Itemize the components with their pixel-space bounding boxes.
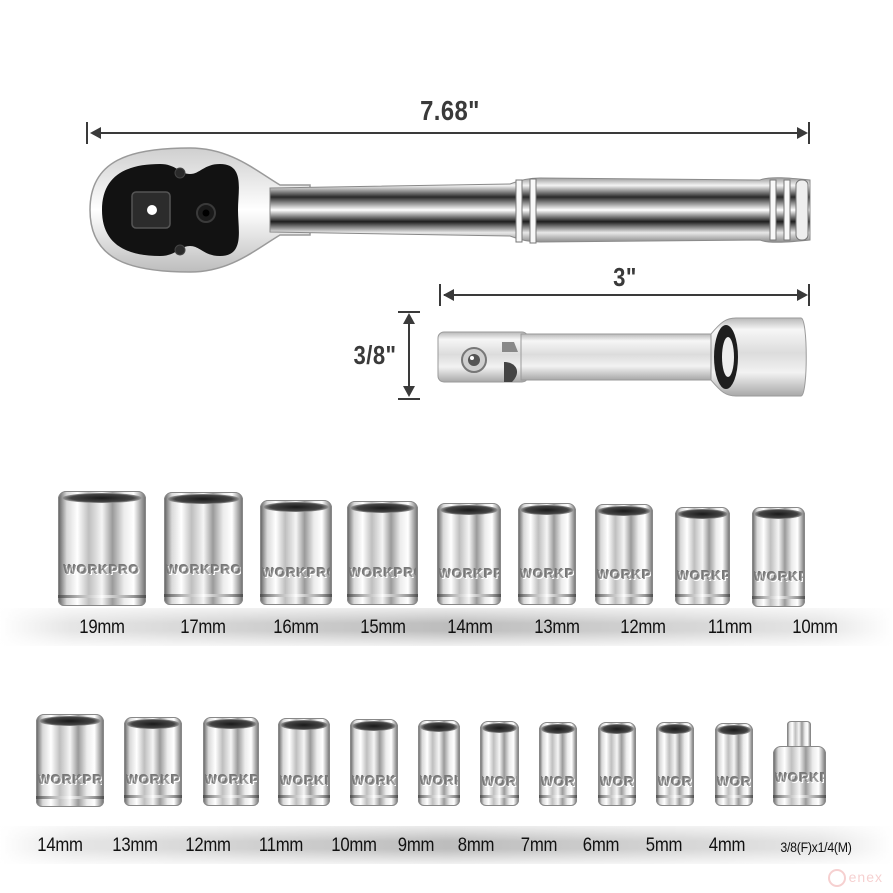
size-label: 14mm	[447, 617, 493, 638]
arrow-left-icon	[443, 289, 454, 301]
size-label: 14mm	[37, 835, 83, 856]
brand-engraving: WORKPRO	[754, 569, 803, 584]
size-label: 5mm	[645, 835, 683, 856]
socket-12mm: WORKPRO	[595, 504, 653, 605]
drive-dim-top-tick	[398, 311, 420, 313]
size-label: 3/8(F)x1/4(M)	[780, 839, 852, 855]
socket-9mm: WORKPRO	[418, 720, 460, 806]
ext-dim-left-tick	[439, 284, 441, 306]
brand-engraving: WORKPRO	[541, 774, 575, 790]
size-label: 19mm	[79, 617, 125, 638]
socket-7mm: WORKPRO	[539, 722, 577, 806]
ratchet-dim-line	[92, 132, 802, 134]
size-label: 8mm	[457, 835, 495, 856]
socket-11mm: WORKPRO	[278, 718, 330, 806]
size-label: 7mm	[520, 835, 558, 856]
watermark-text: enex	[848, 868, 883, 885]
size-label: 12mm	[185, 835, 231, 856]
socket-19mm: WORKPRO	[58, 491, 146, 606]
arrow-down-icon	[403, 386, 415, 397]
arrow-up-icon	[403, 313, 415, 324]
extension-length-label: 3"	[613, 262, 637, 292]
size-label: 9mm	[397, 835, 435, 856]
brand-engraving: WORKPRO	[717, 774, 751, 790]
ratchet-dim-left-tick	[86, 122, 88, 144]
socket-10mm: WORKPRO	[752, 507, 805, 607]
brand-engraving: WORKPRO	[600, 774, 634, 790]
brand-engraving: WORKPRO	[280, 772, 328, 788]
extension-drive-label: 3/8"	[353, 340, 397, 370]
socket-13mm: WORKPRO	[124, 717, 182, 806]
brand-engraving: WORKPRO	[38, 771, 102, 787]
socket-8mm: WORKPRO	[480, 721, 519, 806]
size-label-band-2	[0, 826, 893, 864]
brand-engraving: WORKPRO	[349, 565, 416, 581]
size-label: 11mm	[707, 617, 753, 638]
brand-engraving: WORKPRO	[420, 773, 458, 789]
brand-engraving: WORKPRO	[597, 566, 651, 582]
brand-engraving: WORKPRO	[482, 773, 517, 789]
watermark-logo-icon	[827, 869, 846, 887]
size-label: 17mm	[180, 617, 226, 638]
size-label: 10mm	[792, 617, 838, 638]
brand-engraving: WORKPRO	[520, 566, 574, 582]
ratchet-dim-right-tick	[808, 122, 810, 144]
arrow-right-icon	[797, 289, 808, 301]
drive-dim-line	[408, 316, 410, 394]
socket-15mm: WORKPRO	[347, 501, 418, 605]
socket-16mm: WORKPRO	[260, 500, 332, 605]
size-label: 10mm	[331, 835, 377, 856]
watermark: enex	[827, 868, 883, 887]
socket-14mm: WORKPRO	[36, 714, 104, 807]
brand-engraving: WORKPRO	[352, 772, 396, 788]
size-label: 15mm	[360, 617, 406, 638]
ext-dim-right-tick	[808, 284, 810, 306]
socket-4mm: WORKPRO	[715, 723, 753, 806]
brand-engraving: WORKPRO	[262, 565, 330, 581]
size-label: 13mm	[112, 835, 158, 856]
brand-engraving: WORKPRO	[775, 770, 824, 785]
size-label: 13mm	[534, 617, 580, 638]
adapter-body: WORKPRO	[773, 746, 826, 806]
brand-engraving: WORKPRO	[677, 567, 728, 583]
brand-engraving: WORKPRO	[126, 772, 180, 788]
socket-5mm: WORKPRO	[656, 722, 694, 806]
socket-10mm: WORKPRO	[350, 719, 398, 806]
brand-engraving: WORKPRO	[205, 772, 257, 788]
ratchet-length-label: 7.68"	[420, 95, 480, 126]
size-label: 12mm	[620, 617, 666, 638]
socket-13mm: WORKPRO	[518, 503, 576, 605]
brand-engraving: WORKPRO	[658, 774, 692, 790]
size-label: 16mm	[273, 617, 319, 638]
socket-14mm: WORKPRO	[437, 503, 501, 605]
socket-17mm: WORKPRO	[164, 492, 243, 605]
size-label-band-1	[0, 608, 893, 646]
brand-engraving: WORKPRO	[166, 562, 241, 578]
arrow-right-icon	[797, 127, 808, 139]
drive-dim-bottom-tick	[398, 398, 420, 400]
socket-12mm: WORKPRO	[203, 717, 259, 806]
brand-engraving: WORKPRO	[63, 562, 141, 578]
brand-engraving: WORKPRO	[439, 566, 499, 582]
size-label: 6mm	[582, 835, 620, 856]
ext-dim-line	[444, 294, 802, 296]
size-label: 4mm	[708, 835, 746, 856]
size-label: 11mm	[258, 835, 304, 856]
arrow-left-icon	[90, 127, 101, 139]
socket-6mm: WORKPRO	[598, 722, 636, 806]
socket-11mm: WORKPRO	[675, 507, 730, 605]
